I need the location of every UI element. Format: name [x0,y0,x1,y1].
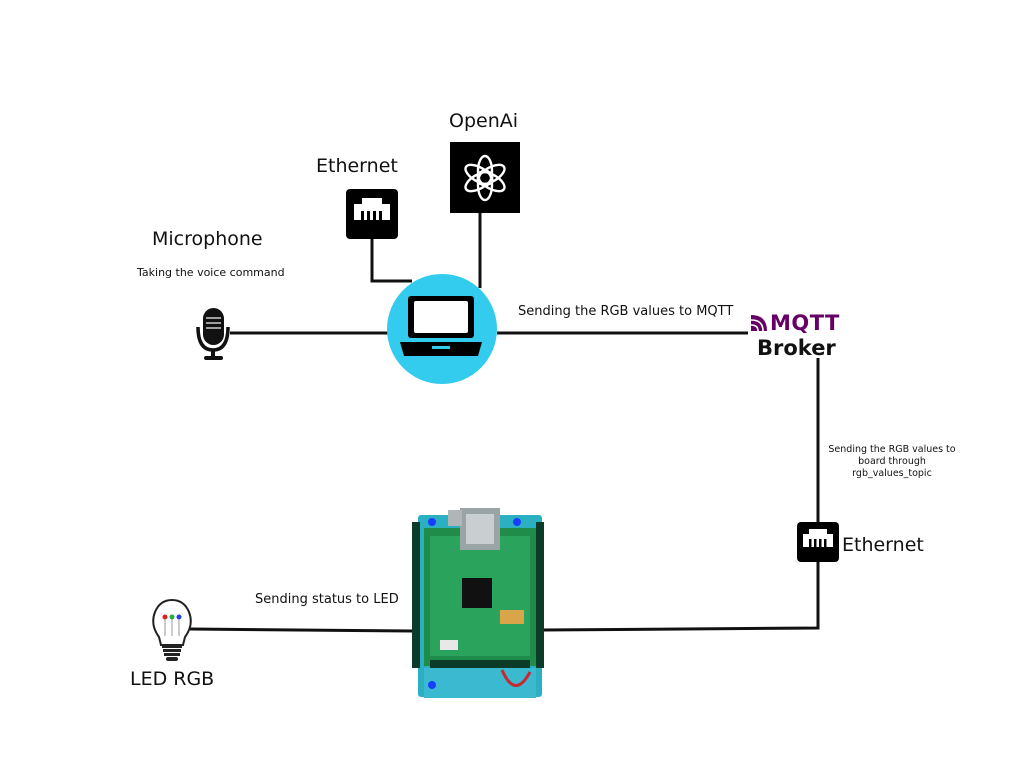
openai-icon [450,142,520,213]
mqtt-board-edge-label: Sending the RGB values to board through … [828,444,956,480]
edge-label-line: Sending the RGB values to [828,444,956,455]
microphone-label: Microphone [152,228,263,250]
board-image [412,508,544,698]
openai-label: OpenAi [449,110,519,132]
ethernet-icon [797,522,839,562]
board-led-edge-label: Sending status to LED [255,592,399,607]
ethernet-right-label: Ethernet [842,534,924,556]
ethernet-top-label: Ethernet [316,155,398,177]
line-ethernet-board [541,562,820,632]
ethernet-icon [346,189,398,239]
laptop-icon [387,274,497,384]
line-board-led [189,627,413,633]
edge-label-line: rgb_values_topic [852,468,932,479]
microphone-caption: Taking the voice command [137,266,285,279]
mqtt-broker-label: Broker [757,336,836,360]
microphone-icon [196,308,230,360]
line-ethernet-laptop [370,238,412,283]
laptop-mqtt-edge-label: Sending the RGB values to MQTT [518,304,734,319]
mqtt-logo-icon [750,315,767,332]
led-bulb-icon [152,598,192,661]
led-rgb-label: LED RGB [130,668,215,690]
mqtt-logo-text: MQTT [770,311,840,335]
edge-label-line: board through [858,456,926,467]
